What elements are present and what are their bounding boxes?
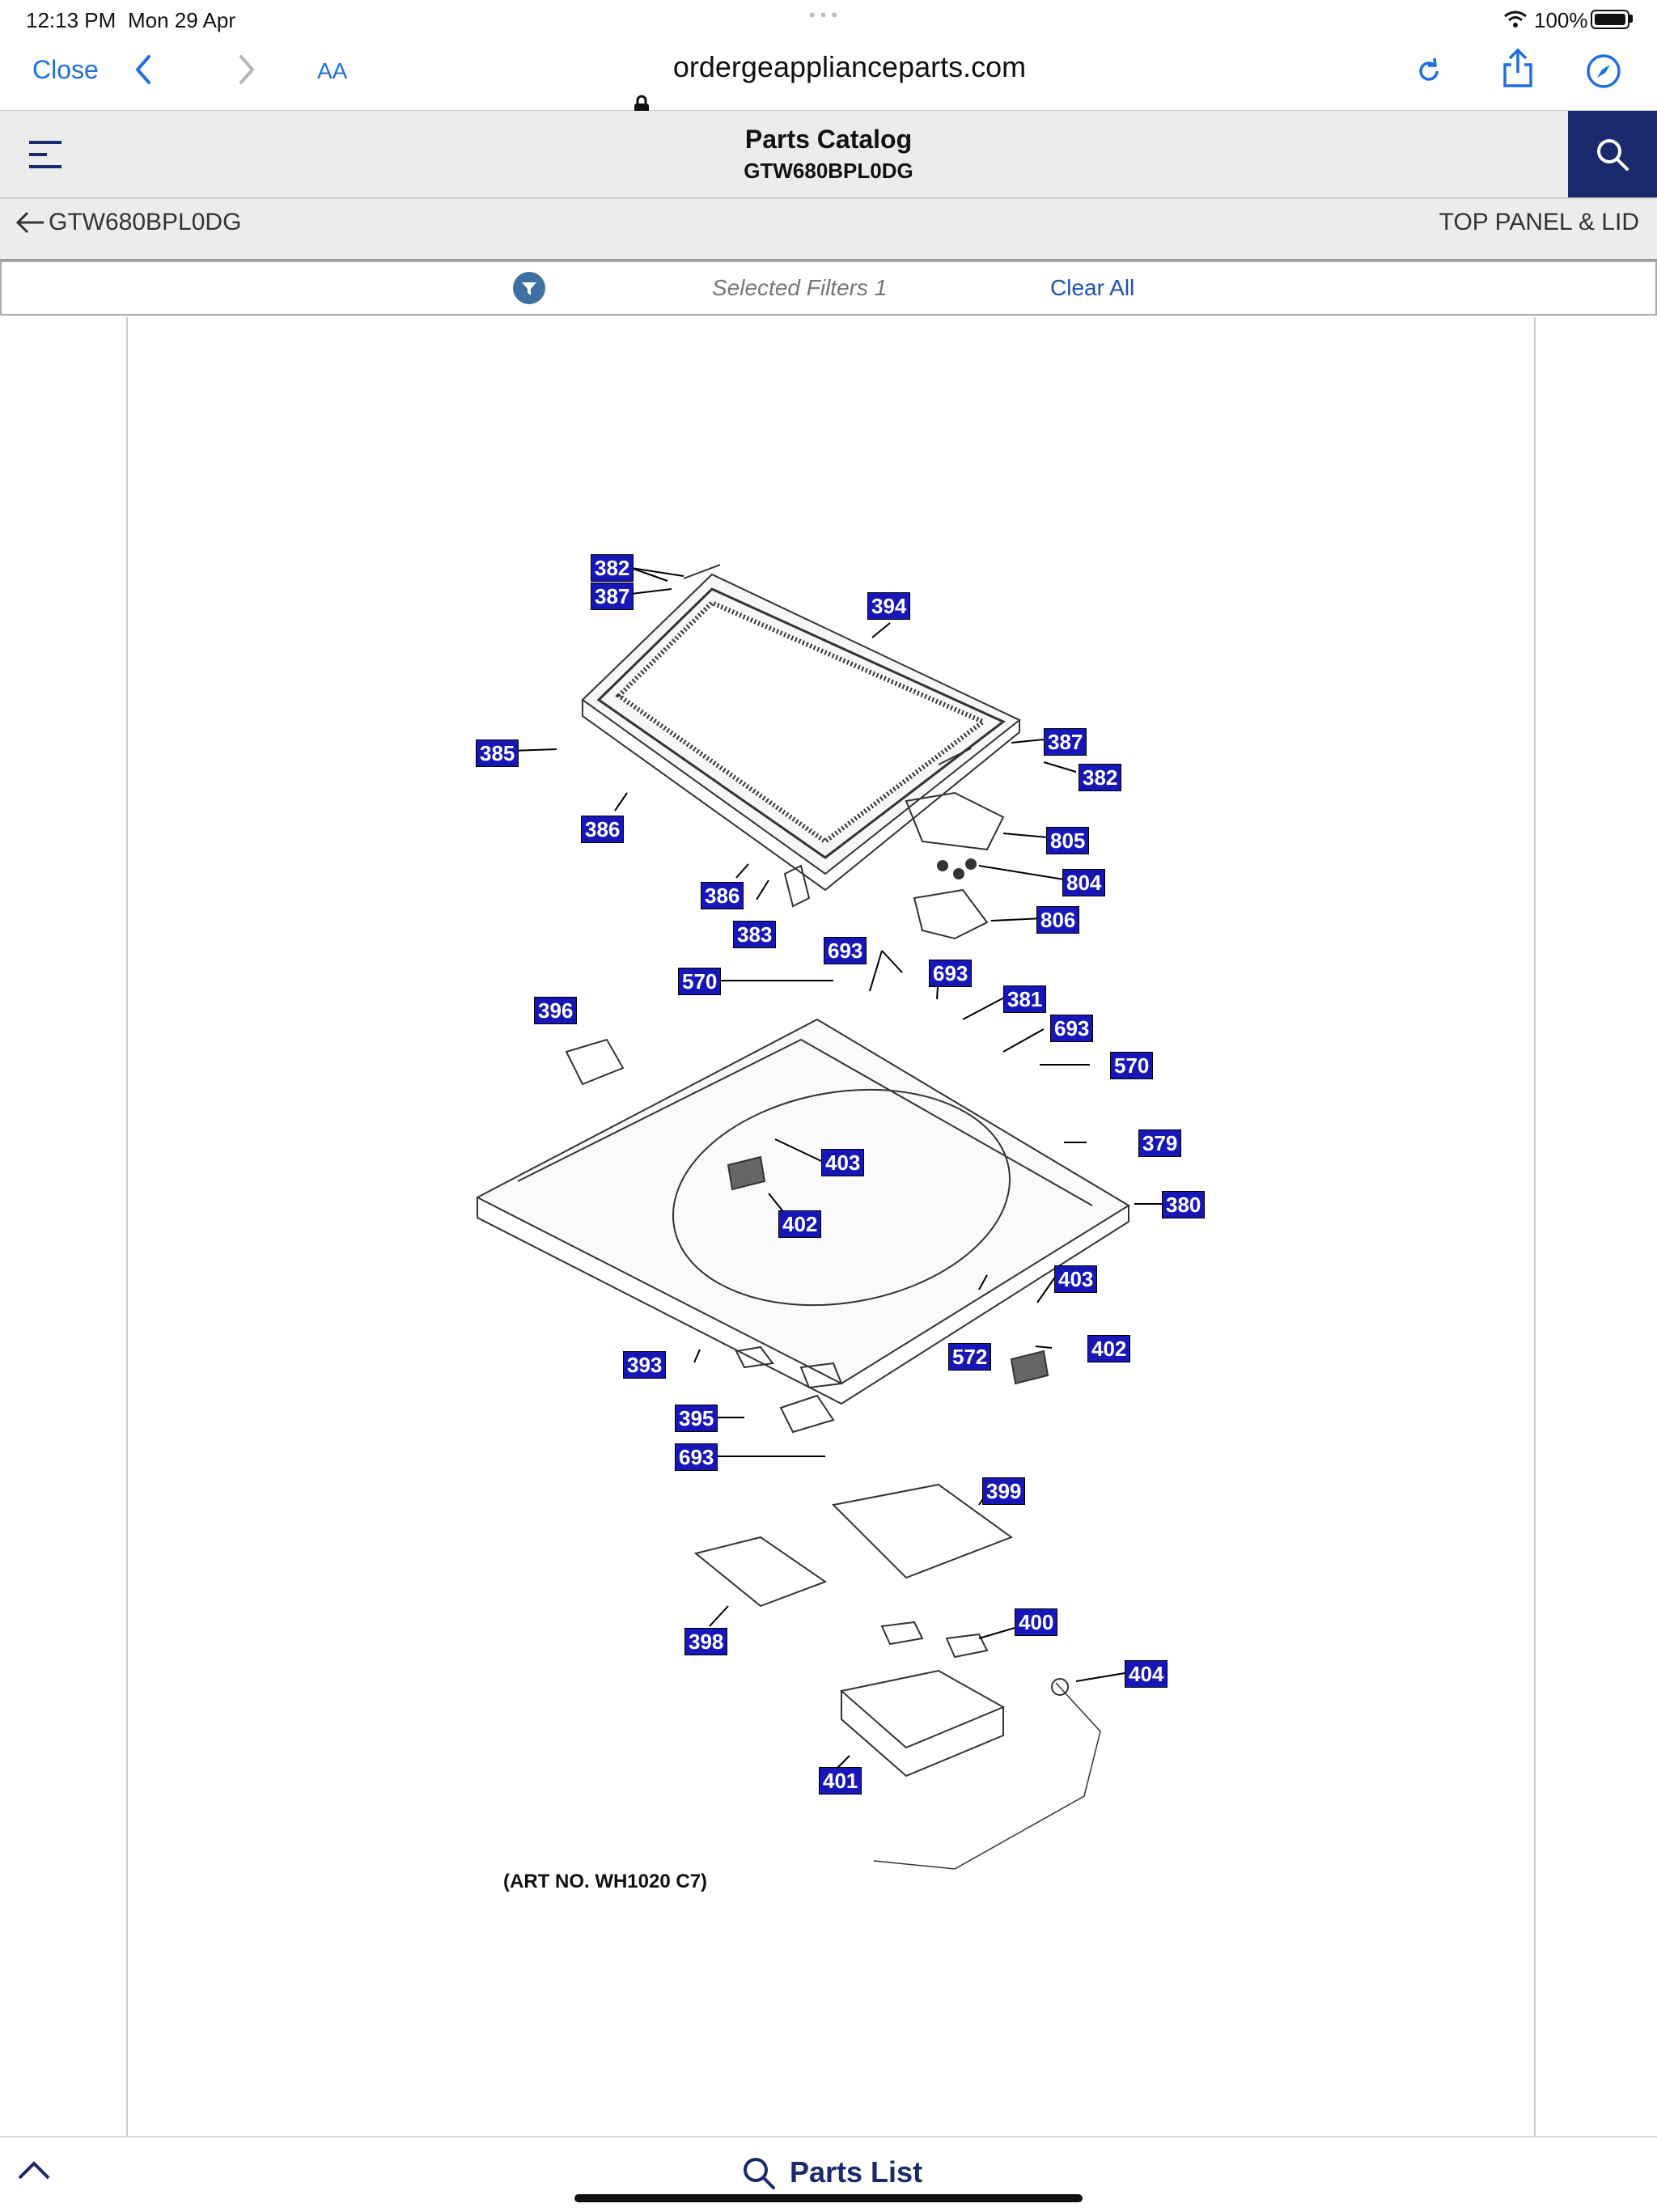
callout-396[interactable]: 396	[534, 997, 578, 1024]
forward-icon[interactable]	[236, 53, 257, 86]
callout-386[interactable]: 386	[581, 816, 625, 843]
callout-806[interactable]: 806	[1036, 906, 1080, 934]
close-button[interactable]: Close	[32, 55, 99, 84]
search-icon	[1597, 139, 1629, 171]
callout-572[interactable]: 572	[948, 1343, 992, 1371]
callout-693[interactable]: 693	[929, 960, 973, 987]
callout-805[interactable]: 805	[1046, 827, 1090, 854]
breadcrumb	[0, 199, 1657, 261]
battery-icon	[1591, 10, 1629, 29]
callout-404[interactable]: 404	[1125, 1660, 1168, 1688]
text-size-button[interactable]: AA	[317, 58, 348, 83]
callout-399[interactable]: 399	[982, 1477, 1026, 1505]
callout-570[interactable]: 570	[678, 968, 722, 995]
callout-400[interactable]: 400	[1015, 1608, 1058, 1636]
page-subtitle: GTW680BPL0DG	[744, 159, 913, 183]
callout-693[interactable]: 693	[675, 1443, 718, 1471]
status-time: 12:13 PM	[26, 8, 117, 32]
wifi-icon	[1504, 11, 1527, 28]
compass-icon[interactable]	[1586, 53, 1621, 89]
callout-403[interactable]: 403	[1054, 1265, 1098, 1293]
callout-402[interactable]: 402	[778, 1210, 822, 1238]
status-bar: 12:13 PM Mon 29 Apr ••• 100%	[0, 0, 1657, 39]
home-indicator[interactable]	[574, 2194, 1083, 2202]
callout-380[interactable]: 380	[1162, 1191, 1206, 1218]
filter-bar	[0, 261, 1657, 316]
multitask-dots-icon[interactable]: •••	[809, 5, 843, 25]
art-number: (ART NO. WH1020 C7)	[503, 1871, 708, 1892]
callout-693[interactable]: 693	[1050, 1015, 1094, 1042]
callout-403[interactable]: 403	[821, 1149, 865, 1176]
arrow-left-icon[interactable]	[15, 210, 47, 235]
callout-leader-lines	[509, 567, 1167, 1773]
battery-percent: 100%	[1534, 8, 1588, 32]
callout-381[interactable]: 381	[1003, 985, 1047, 1013]
callout-382[interactable]: 382	[1079, 764, 1122, 791]
callout-402[interactable]: 402	[1087, 1335, 1131, 1362]
back-icon[interactable]	[133, 53, 154, 86]
selected-filters-text: Selected Filters 1	[712, 275, 888, 300]
parts-diagram: 382 387 394 385 387 382 386 805 804 386 …	[453, 534, 1230, 1909]
callout-386[interactable]: 386	[701, 882, 744, 909]
share-icon[interactable]	[1500, 47, 1536, 89]
search-button[interactable]	[1568, 111, 1657, 197]
callout-379[interactable]: 379	[1138, 1129, 1182, 1157]
page-title: Parts Catalog	[744, 125, 913, 154]
callout-804[interactable]: 804	[1062, 869, 1106, 896]
callout-395[interactable]: 395	[675, 1405, 718, 1432]
exploded-view-drawing	[475, 564, 1130, 1870]
clear-all-link[interactable]: Clear All	[1050, 275, 1135, 300]
callout-393[interactable]: 393	[623, 1351, 667, 1379]
diagram-frame	[126, 317, 1536, 2138]
chevron-up-icon[interactable]	[16, 2159, 52, 2181]
url-text: ordergeapplianceparts.com	[672, 50, 1027, 83]
callout-387[interactable]: 387	[591, 583, 634, 610]
section-name: TOP PANEL & LID	[1439, 209, 1639, 235]
callout-383[interactable]: 383	[733, 921, 777, 948]
address-bar[interactable]: ordergeapplianceparts.com	[485, 50, 1214, 84]
callout-570[interactable]: 570	[1110, 1052, 1154, 1079]
search-icon	[744, 2158, 775, 2189]
status-date: Mon 29 Apr	[128, 8, 235, 32]
callout-382[interactable]: 382	[591, 554, 634, 582]
parts-list-button[interactable]: Parts List	[790, 2155, 923, 2189]
menu-icon[interactable]	[29, 139, 61, 170]
filter-icon[interactable]	[513, 272, 545, 304]
callout-693[interactable]: 693	[824, 937, 867, 964]
back-link[interactable]: GTW680BPL0DG	[49, 209, 242, 235]
reload-icon[interactable]	[1413, 55, 1445, 87]
callout-394[interactable]: 394	[867, 592, 911, 620]
callout-387[interactable]: 387	[1044, 728, 1087, 756]
site-header	[0, 111, 1657, 199]
callout-401[interactable]: 401	[819, 1767, 862, 1795]
callout-398[interactable]: 398	[684, 1628, 728, 1655]
callout-385[interactable]: 385	[476, 739, 519, 767]
